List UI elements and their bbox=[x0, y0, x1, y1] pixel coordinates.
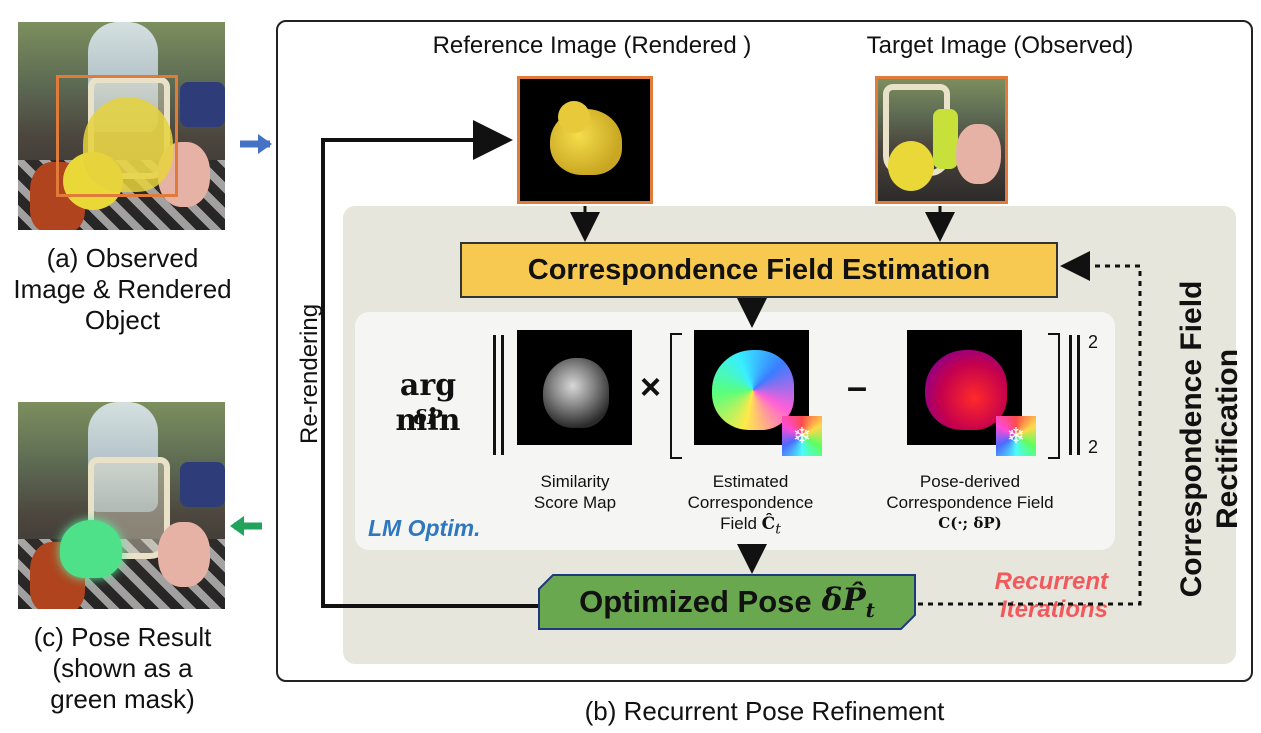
similarity-label: Similarity Score Map bbox=[510, 471, 640, 513]
green-mask-duck bbox=[60, 520, 122, 578]
optimized-symbol: δP̂t bbox=[822, 582, 875, 622]
label-line: Correspondence Field bbox=[886, 493, 1054, 512]
scene-car bbox=[180, 82, 225, 127]
optimized-sub: t bbox=[865, 598, 875, 623]
minus-operator: – bbox=[847, 366, 868, 407]
snowflake-icon: ❄ bbox=[1006, 423, 1026, 448]
estimated-correspondence-field bbox=[694, 330, 809, 445]
pose-derived-duck bbox=[925, 350, 1007, 430]
target-duck bbox=[888, 141, 934, 191]
caption-line: (c) Pose Result bbox=[33, 622, 212, 652]
optimized-text: Optimized Pose bbox=[579, 584, 812, 619]
caption-line: (a) Observed bbox=[46, 243, 199, 273]
reference-image-label: Reference Image (Rendered ) bbox=[432, 32, 752, 59]
object-bounding-box bbox=[56, 75, 178, 197]
observed-image bbox=[18, 22, 225, 230]
recurrent-iteration-arrow bbox=[918, 251, 1142, 606]
similarity-score-map bbox=[517, 330, 632, 445]
label-text: Field bbox=[720, 514, 762, 533]
optimized-sym-text: δP̂ bbox=[821, 581, 866, 618]
scene-car bbox=[180, 462, 225, 507]
label-line: Estimated bbox=[712, 472, 789, 491]
target-image-label: Target Image (Observed) bbox=[866, 32, 1134, 59]
norm-bar-right bbox=[1077, 335, 1080, 455]
input-arrow-head bbox=[258, 134, 272, 154]
panel-caption: (b) Recurrent Pose Refinement bbox=[584, 696, 945, 726]
caption-line: green mask) bbox=[50, 684, 195, 714]
label-line: Score Map bbox=[533, 493, 617, 512]
caption-line: Image & Rendered bbox=[13, 274, 232, 304]
argmin-subscript: δP bbox=[413, 405, 443, 429]
rerendering-arrow bbox=[321, 120, 538, 608]
result-caption: (c) Pose Result (shown as a green mask) bbox=[0, 622, 245, 715]
estimated-symbol: Ĉ bbox=[761, 514, 776, 534]
left-bracket bbox=[670, 333, 682, 459]
times-operator: × bbox=[640, 366, 662, 407]
output-arrow-head bbox=[230, 516, 244, 536]
label-line: Field Ĉt bbox=[668, 513, 833, 540]
pose-derived-symbol: C(·; δP) bbox=[938, 514, 1002, 532]
estimated-field-duck bbox=[712, 350, 794, 430]
label-line: Similarity bbox=[540, 472, 610, 491]
optimized-pose-box bbox=[538, 574, 916, 630]
optimized-pose-label: Optimized Pose δP̂t bbox=[538, 574, 916, 630]
reference-image bbox=[517, 76, 653, 204]
recurrent-iterations-label: Recurrent Iterations bbox=[950, 568, 1108, 624]
label-line: Iterations bbox=[999, 596, 1108, 623]
target-cat bbox=[956, 124, 1001, 184]
correspondence-field-estimation-box: Correspondence Field Estimation bbox=[460, 242, 1058, 298]
label-line: Pose-derived bbox=[919, 472, 1021, 491]
label-line: Recurrent bbox=[994, 568, 1108, 595]
pose-derived-label: Pose-derived Correspondence Field C(·; δ… bbox=[860, 471, 1080, 534]
rendered-duck-head bbox=[558, 101, 590, 133]
norm-bar-right bbox=[1069, 335, 1072, 455]
target-image bbox=[875, 76, 1008, 204]
estimated-sub: t bbox=[775, 521, 781, 538]
target-glue bbox=[933, 109, 958, 169]
scene-cat bbox=[158, 522, 210, 587]
estimated-label: Estimated Correspondence Field Ĉt bbox=[668, 471, 833, 540]
label-line: Correspondence bbox=[687, 493, 814, 512]
norm-subscript: 2 bbox=[1088, 437, 1099, 457]
rendered-object-overlay bbox=[83, 97, 173, 192]
norm-superscript: 2 bbox=[1088, 332, 1099, 352]
frozen-icon: ❄ bbox=[782, 416, 822, 456]
argmin-operator: arg min bbox=[395, 368, 461, 438]
lm-optim-label: LM Optim. bbox=[368, 515, 481, 541]
snowflake-icon: ❄ bbox=[792, 423, 812, 448]
norm-bar-left bbox=[493, 335, 496, 455]
similarity-duck bbox=[543, 358, 609, 428]
right-bracket bbox=[1048, 333, 1060, 459]
pose-result-image bbox=[18, 402, 225, 609]
frozen-icon: ❄ bbox=[996, 416, 1036, 456]
caption-line: Object bbox=[84, 305, 161, 335]
norm-bar-left bbox=[501, 335, 504, 455]
observed-caption: (a) Observed Image & Rendered Object bbox=[0, 243, 245, 336]
cfe-label: Correspondence Field Estimation bbox=[527, 253, 991, 286]
recurrent-refinement-panel bbox=[276, 20, 1253, 682]
caption-line: (shown as a bbox=[52, 653, 193, 683]
